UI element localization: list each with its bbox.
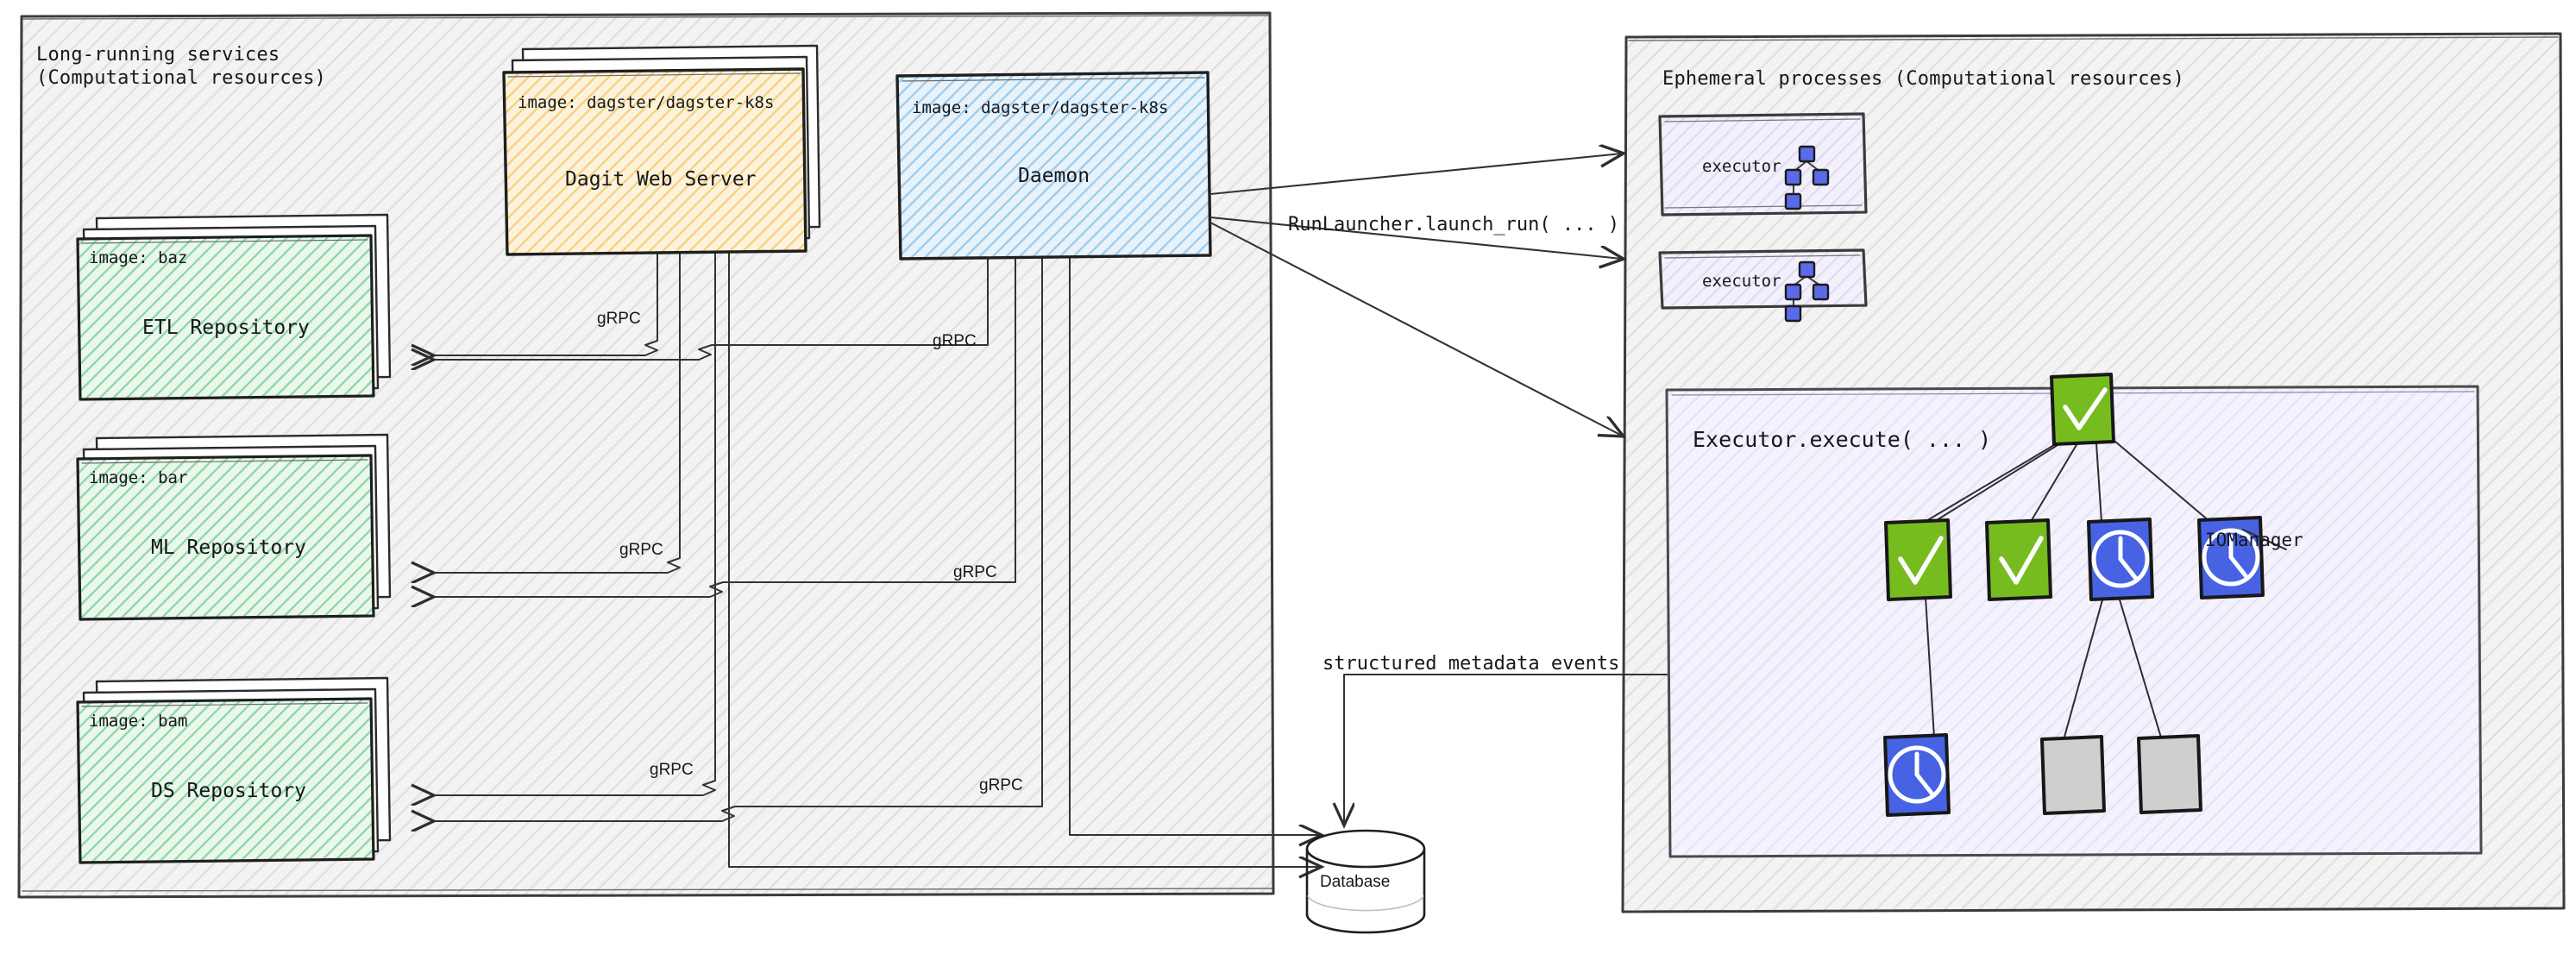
execute-dag-edges xyxy=(1919,441,2211,741)
grpc-label: gRPC xyxy=(650,761,694,779)
dag-node-pending xyxy=(2087,518,2154,601)
dag-node-pending xyxy=(2197,516,2265,599)
grpc-label: gRPC xyxy=(933,332,977,350)
metadata-events-edge xyxy=(1344,674,1668,824)
dag-node-success xyxy=(1985,518,2052,601)
daemon-image-label: image: dagster/dagster-k8s xyxy=(912,98,1169,117)
left-panel-title-line1: Long-running services xyxy=(36,44,280,66)
repo-ml-image-label: image: bar xyxy=(89,468,188,487)
dag-node-idle xyxy=(2137,734,2202,814)
dagit-image-label: image: dagster/dagster-k8s xyxy=(518,93,775,112)
repo-stack-ds xyxy=(76,676,392,864)
right-panel-title: Ephemeral processes (Computational resou… xyxy=(1662,68,2185,90)
executor-label: executor xyxy=(1702,157,1781,176)
repo-stack-etl xyxy=(76,213,392,401)
repo-etl-name-label: ETL Repository xyxy=(142,317,310,339)
executor-dag-icon xyxy=(1784,260,1830,323)
repo-etl-image-label: image: baz xyxy=(89,248,188,267)
dagit-stack xyxy=(502,44,821,256)
left-panel-title-line2: (Computational resources) xyxy=(36,67,327,89)
run-launcher-label: RunLauncher.launch_run( ... ) xyxy=(1288,214,1620,235)
grpc-label: gRPC xyxy=(597,310,641,328)
launch-run-edges xyxy=(1209,154,1622,436)
executor-label: executor xyxy=(1702,272,1781,291)
grpc-label: gRPC xyxy=(619,541,663,559)
daemon-box xyxy=(895,71,1212,260)
dagit-web-server-label: Dagit Web Server xyxy=(565,168,757,191)
executor-execute-title: Executor.execute( ... ) xyxy=(1693,427,1992,452)
dag-node-pending xyxy=(1883,733,1951,817)
repo-ds-image-label: image: bam xyxy=(89,712,188,731)
grpc-label: gRPC xyxy=(953,563,997,581)
dag-node-success xyxy=(1884,518,1952,601)
grpc-connectors xyxy=(432,249,1320,867)
repo-stack-ml xyxy=(76,433,392,621)
dag-node-idle xyxy=(2040,735,2106,815)
dag-node-success xyxy=(2050,373,2115,446)
executor-execute-panel xyxy=(1665,385,2483,858)
executor-dag-icon xyxy=(1784,145,1830,210)
grpc-label: gRPC xyxy=(979,776,1023,794)
database-cylinder xyxy=(1305,829,1426,934)
daemon-label: Daemon xyxy=(1018,165,1090,187)
database-label: Database xyxy=(1320,873,1391,891)
repo-ml-name-label: ML Repository xyxy=(151,537,307,559)
metadata-events-label: structured metadata events xyxy=(1323,653,1620,675)
repo-ds-name-label: DS Repository xyxy=(151,780,307,802)
iomanager-label: IOManager xyxy=(2205,530,2303,550)
executor-box-1 xyxy=(1658,112,1868,217)
